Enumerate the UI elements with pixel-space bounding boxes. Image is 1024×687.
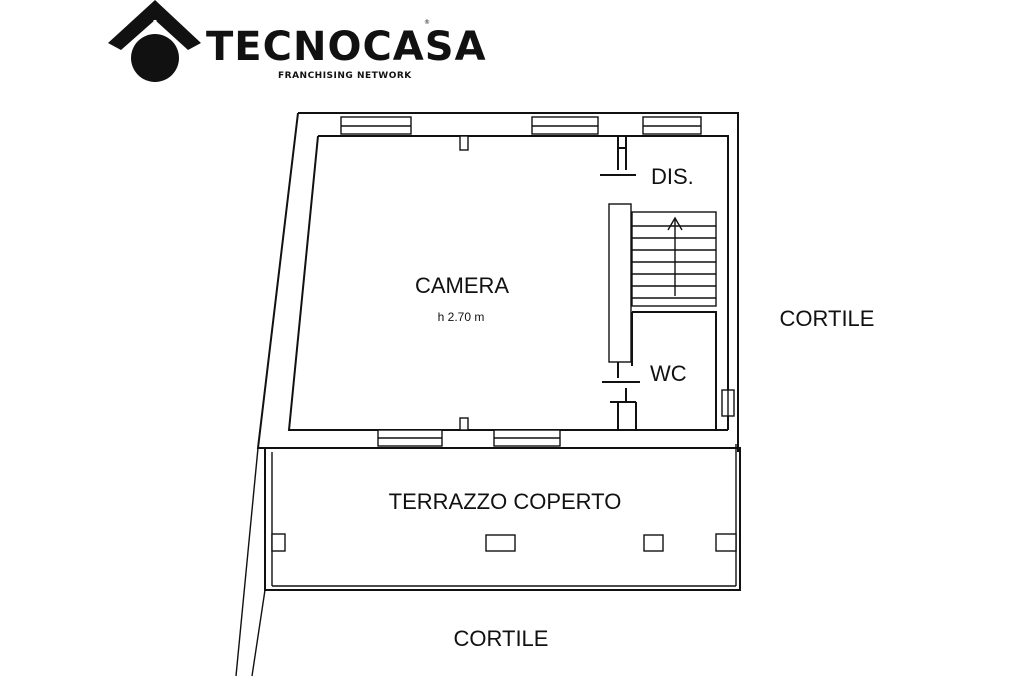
top-windows xyxy=(340,116,702,151)
room-label-terrace: TERRAZZO COPERTO xyxy=(389,489,622,514)
staircase xyxy=(631,211,717,307)
terrace-pillar xyxy=(485,534,516,552)
room-label-dis: DIS. xyxy=(651,164,694,189)
area-label-cortile-bottom: CORTILE xyxy=(454,626,549,651)
left-boundary xyxy=(235,447,266,677)
terrace-pillar xyxy=(271,533,286,552)
registered-mark: ® xyxy=(424,19,430,26)
partitions xyxy=(600,136,717,430)
brand-name: TECNOCASA xyxy=(206,24,487,70)
terrace-pillar xyxy=(643,534,664,552)
wardrobe-wall xyxy=(608,203,632,363)
wall-niche xyxy=(459,135,469,151)
terrace xyxy=(264,444,741,591)
bottom-windows xyxy=(377,417,561,447)
ceiling-height-note: h 2.70 m xyxy=(438,310,485,324)
room-label-wc: WC xyxy=(650,361,687,386)
wall-niche xyxy=(459,417,469,431)
room-label-camera: CAMERA xyxy=(415,273,509,298)
brand-tagline: FRANCHISING NETWORK xyxy=(278,71,412,81)
area-label-cortile-right: CORTILE xyxy=(780,306,875,331)
tecnocasa-logo: TECNOCASA ® FRANCHISING NETWORK xyxy=(108,0,487,82)
house-with-circle-icon xyxy=(108,0,201,82)
terrace-pillar xyxy=(715,533,737,552)
side-window xyxy=(721,389,735,417)
stair-arrow-up-icon xyxy=(667,216,683,296)
